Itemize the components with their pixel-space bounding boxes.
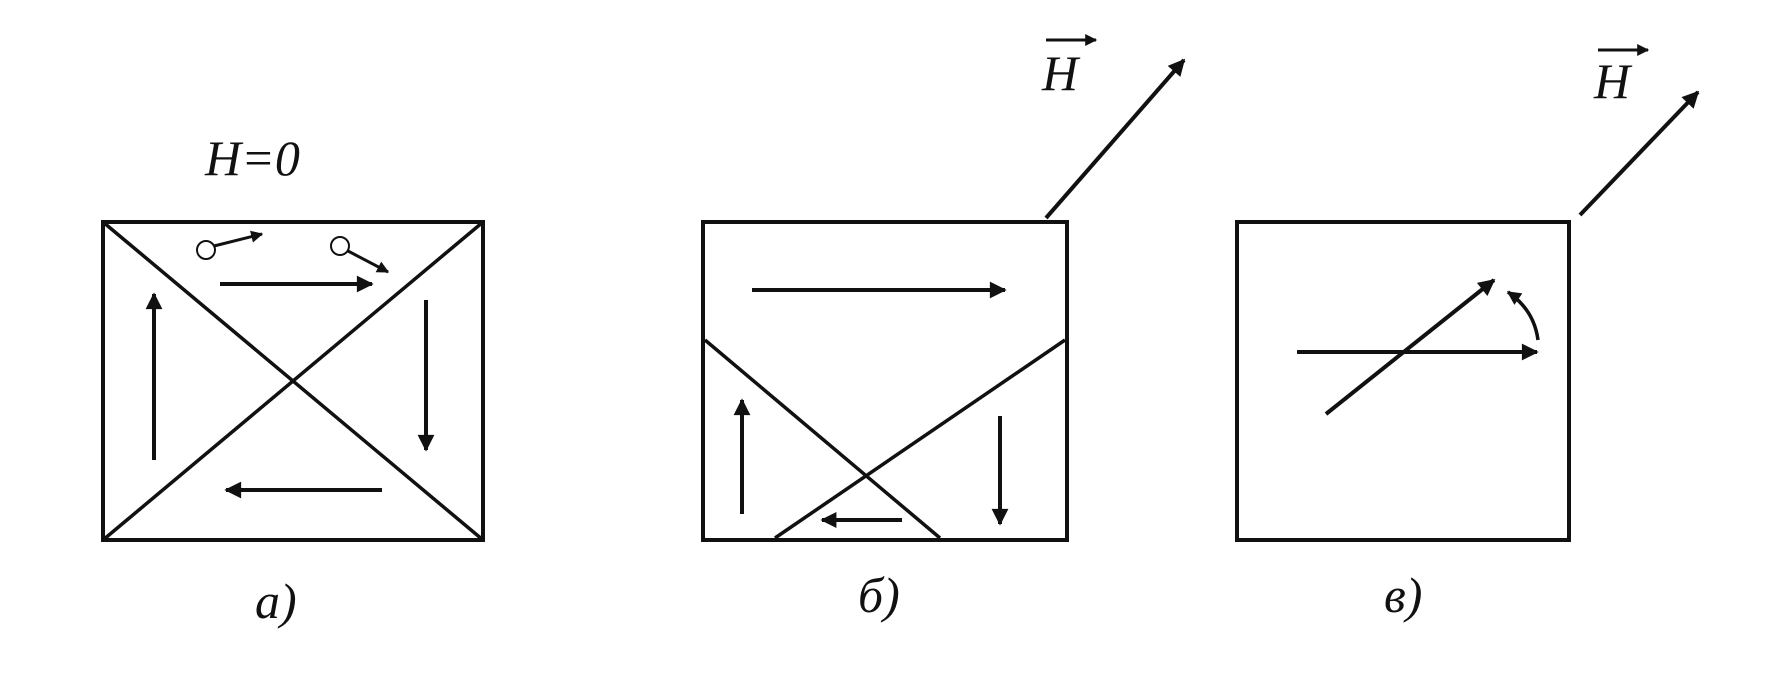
panel-c-rotated-magnetization-arrow — [1324, 278, 1496, 416]
panel-b-sample-box — [701, 220, 1069, 542]
panel-a-spin-1-arrow — [213, 230, 264, 248]
panel-a-spin-2-arrow — [347, 249, 390, 274]
panel-b-caption: б) — [858, 567, 900, 623]
panel-b-domain-wall-1 — [703, 338, 942, 540]
panel-a: H=0 а) — [101, 130, 485, 629]
panel-b-domain-wall-2 — [774, 338, 1066, 540]
panel-a-sample-box — [101, 220, 485, 542]
panel-a-spin-2-circle — [330, 236, 350, 256]
panel-a-field-label: H=0 — [204, 130, 300, 186]
panel-c-sample-box — [1235, 220, 1571, 542]
panel-b-field-label: H — [1041, 45, 1081, 101]
panel-b: H б) — [701, 34, 1186, 623]
panel-c-rotation-curved-arrow — [1506, 290, 1540, 341]
panel-c-caption: в) — [1384, 567, 1422, 623]
panel-a-spin-1-circle — [196, 240, 216, 260]
panel-a-domain-wall-diagonal-2 — [101, 220, 485, 542]
panel-b-field-arrow — [1044, 58, 1186, 220]
panel-c-field-arrow — [1578, 90, 1700, 217]
panel-c: H в) — [1235, 44, 1700, 623]
panel-a-caption: а) — [255, 573, 297, 629]
panel-c-field-label: H — [1593, 53, 1633, 109]
